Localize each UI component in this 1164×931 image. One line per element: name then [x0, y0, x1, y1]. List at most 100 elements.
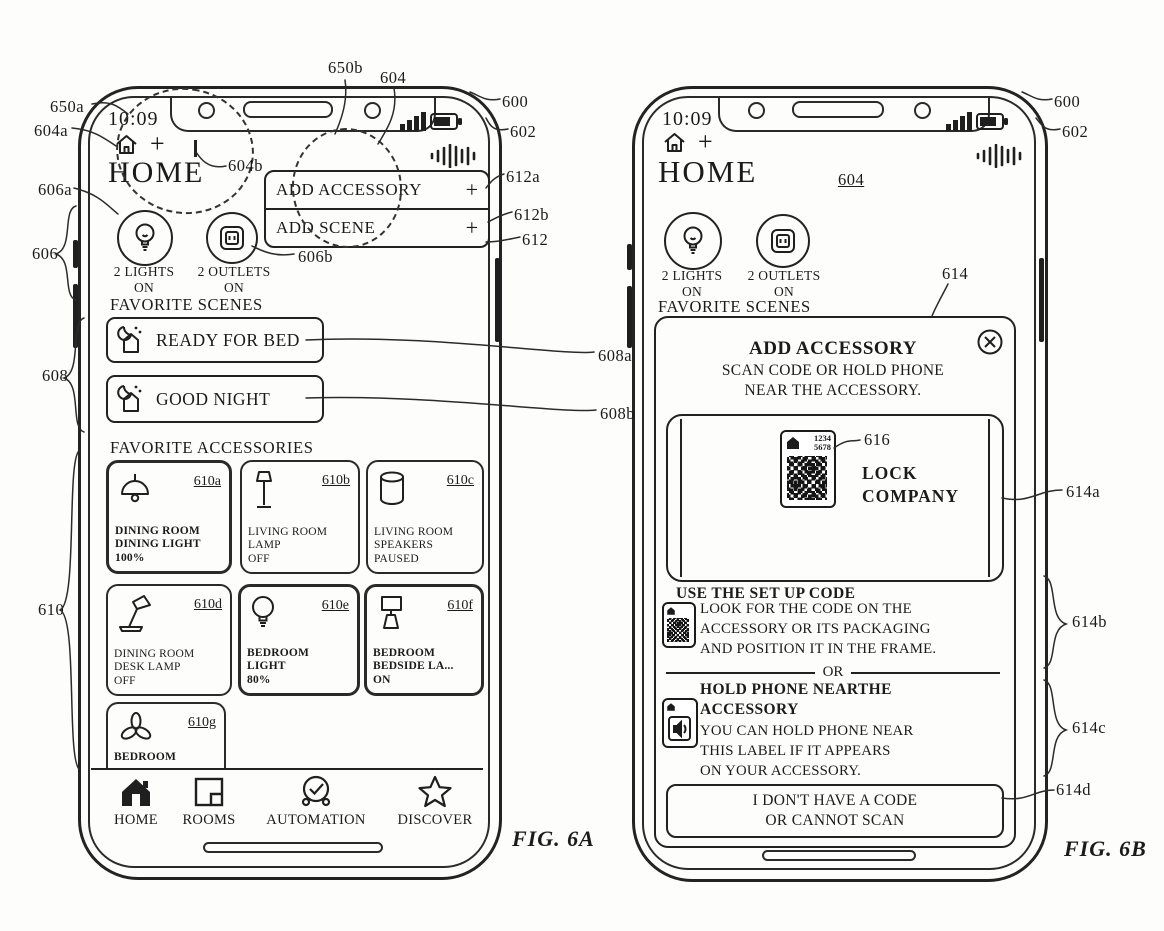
scene-label: GOOD NIGHT: [156, 388, 271, 409]
speaker-slot-icon: [243, 101, 333, 118]
tab-automation[interactable]: AUTOMATION: [258, 774, 374, 829]
or-divider: OR: [666, 664, 1000, 681]
house-logo-icon: [667, 703, 675, 711]
tile-line: LIVING ROOM: [248, 525, 328, 538]
tile-top: 610e: [241, 587, 357, 634]
close-icon[interactable]: [976, 328, 1004, 356]
ref-614d: 614d: [1056, 780, 1091, 799]
star-icon: [418, 775, 452, 808]
accessory-tile-desk-lamp[interactable]: 610d DINING ROOM DESK LAMP OFF: [106, 584, 232, 696]
instruction-line: AND POSITION IT IN THE FRAME.: [700, 640, 937, 657]
tile-text: DINING ROOM DINING LIGHT 100%: [115, 525, 201, 566]
tile-top: 610b: [242, 462, 358, 511]
outlet-icon: [220, 226, 244, 250]
power-button[interactable]: [495, 258, 500, 342]
menu-item-label: ADD ACCESSORY: [276, 180, 422, 199]
accessory-tile-speakers[interactable]: 610c LIVING ROOM SPEAKERS PAUSED: [366, 460, 484, 574]
scenes-heading: FAVORITE SCENES: [658, 297, 811, 316]
camera-dot-icon: [914, 102, 931, 119]
qr-sticker-icon: [662, 602, 696, 648]
lights-summary-caption: 2 LIGHTS ON: [646, 268, 738, 299]
home-indicator[interactable]: [762, 850, 916, 861]
outlets-summary-caption: 2 OUTLETS ON: [190, 264, 278, 295]
qr-code: [667, 618, 689, 642]
outlets-summary-caption: 2 OUTLETS ON: [738, 268, 830, 299]
ref-616: 616: [864, 430, 891, 449]
viewfinder-edge-line: [680, 419, 682, 577]
volume-button[interactable]: [627, 244, 632, 270]
plus-icon: +: [465, 177, 478, 202]
instruction-line: LOOK FOR THE CODE ON THE: [700, 601, 912, 617]
volume-button[interactable]: [73, 284, 78, 348]
scene-label: READY FOR BED: [156, 329, 300, 350]
ref-650a: 650a: [50, 97, 85, 116]
accessory-tile-bedside-lamp[interactable]: 610f BEDROOM BEDSIDE LA... ON: [364, 584, 484, 696]
section-title-line: ACCESSORY: [700, 700, 799, 718]
ref-label: 610c: [446, 473, 474, 488]
tile-text: LIVING ROOM SPEAKERS PAUSED: [374, 526, 453, 567]
home-indicator[interactable]: [203, 842, 383, 853]
outlets-summary-button[interactable]: [756, 214, 810, 268]
lights-summary-button[interactable]: [117, 210, 173, 266]
button-line: OR CANNOT SCAN: [765, 812, 905, 829]
tile-line: BEDSIDE LA...: [373, 660, 454, 673]
instruction-line: YOU CAN HOLD PHONE NEAR: [700, 723, 914, 739]
menu-item-add-accessory[interactable]: ADD ACCESSORY +: [266, 172, 488, 208]
signal-battery-icon: [400, 112, 462, 131]
ref-602: 602: [510, 122, 537, 141]
accessory-tile-bedroom-light[interactable]: 610e BEDROOM LIGHT 80%: [238, 584, 360, 696]
accessory-tile-bedroom-fan[interactable]: 610g BEDROOM: [106, 702, 226, 770]
tab-label: DISCOVER: [397, 812, 473, 828]
setup-code-numbers: 1234 5678: [814, 433, 831, 453]
outlets-summary-button[interactable]: [206, 212, 258, 264]
divider-line: [666, 671, 815, 674]
accessory-tile-living-lamp[interactable]: 610b LIVING ROOM LAMP OFF: [240, 460, 360, 574]
caption-line: ON: [681, 283, 703, 299]
ref-label: 610a: [193, 474, 221, 489]
hold-phone-instructions: YOU CAN HOLD PHONE NEAR THIS LABEL IF IT…: [700, 722, 1002, 781]
camera-dot-icon: [198, 102, 215, 119]
tile-line: 80%: [247, 674, 271, 687]
ref-614c: 614c: [1072, 718, 1107, 737]
figure-label-6a: FIG. 6A: [512, 826, 595, 851]
caption-line: ON: [223, 279, 245, 295]
caption-line: 2 OUTLETS: [197, 264, 271, 279]
ref-label: 610e: [321, 598, 349, 613]
tab-discover[interactable]: DISCOVER: [392, 774, 478, 829]
no-code-button[interactable]: I DON'T HAVE A CODE OR CANNOT SCAN: [666, 784, 1004, 838]
tile-line: PAUSED: [374, 553, 419, 566]
volume-button[interactable]: [73, 240, 78, 268]
tab-home[interactable]: HOME: [108, 774, 164, 829]
page-title: HOME: [108, 156, 205, 189]
nfc-sticker-icon: [662, 698, 698, 748]
tile-line: DESK LAMP: [114, 661, 181, 674]
power-button[interactable]: [1039, 258, 1044, 342]
night-scene-icon: [117, 385, 142, 412]
instruction-line: ON YOUR ACCESSORY.: [700, 762, 862, 779]
volume-button[interactable]: [627, 286, 632, 348]
menu-item-add-scene[interactable]: ADD SCENE +: [266, 208, 488, 246]
ref-606a: 606a: [38, 180, 73, 199]
ref-604: 604: [380, 68, 407, 87]
ref-600: 600: [502, 92, 529, 111]
accessory-tile-dining-light[interactable]: 610a DINING ROOM DINING LIGHT 100%: [106, 460, 232, 574]
tab-rooms[interactable]: ROOMS: [178, 774, 240, 829]
ref-612: 612: [522, 230, 549, 249]
tab-label: AUTOMATION: [266, 812, 366, 828]
desk-lamp-icon: [119, 595, 151, 632]
accessory-brand-label: LOCK COMPANY: [862, 462, 959, 508]
ref-614a: 614a: [1066, 482, 1101, 501]
scene-button-ready-for-bed[interactable]: READY FOR BED: [106, 317, 324, 363]
tile-line: LIVING ROOM: [374, 525, 454, 538]
scene-button-good-night[interactable]: GOOD NIGHT: [106, 375, 324, 423]
tile-line: BEDROOM: [114, 751, 177, 764]
home-glyph-icon[interactable]: [114, 133, 139, 156]
add-button[interactable]: +: [150, 129, 165, 158]
fan-icon: [120, 712, 152, 740]
tile-top: 610d: [108, 586, 230, 633]
lights-summary-button[interactable]: [664, 212, 722, 270]
accessories-heading: FAVORITE ACCESSORIES: [110, 438, 314, 457]
code-line: 5678: [814, 442, 831, 453]
home-glyph-icon[interactable]: [662, 131, 687, 154]
add-button[interactable]: +: [698, 127, 713, 156]
